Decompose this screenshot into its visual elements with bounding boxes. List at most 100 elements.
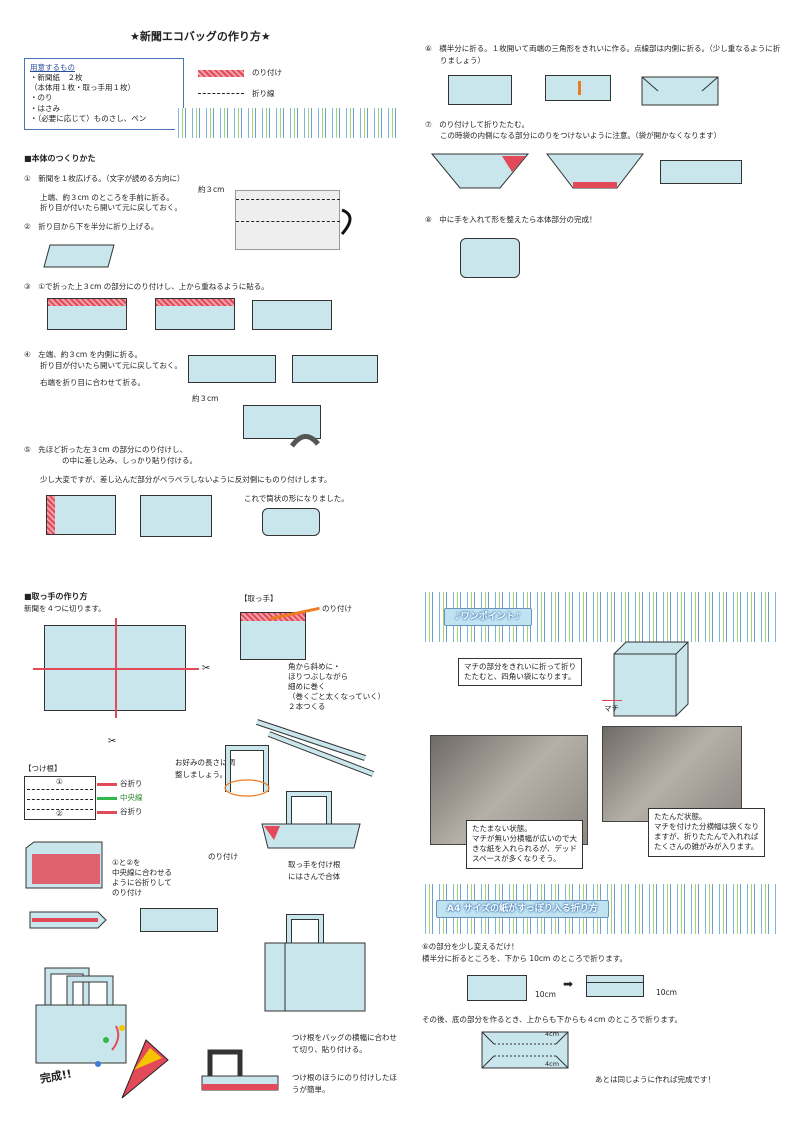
body-heading: ■本体のつくりかた [24,154,96,163]
tube-result [262,508,320,536]
cut-note-1: つけ根をバッグの横幅に合わせ [292,1033,397,1042]
about-3cm-label-b: 約３cm [192,394,219,403]
base-fold-figure [25,841,103,889]
roll-note-3: 細めに巻く [288,682,326,691]
step6-figure-3 [641,76,719,106]
a4-10cm-b: 10cm [656,988,677,997]
photo2-note-line: ますが、折りたたんで入れれば [654,832,759,842]
circle-2: ② [56,809,63,818]
step7-text-b: この時袋の内側になる部分にのりをつけないように注意。（袋が開かなくなります） [440,131,722,140]
about-3cm-label: 約３cm [198,185,225,194]
a4-end: あとは同じように作れば完成です！ [595,1075,715,1084]
step3-text: ③ ①で折った上３cm の部分にのり付けし、上から重ねるように貼る。 [24,282,269,291]
combine-note-2: にはさんで合体 [288,872,341,881]
photo-folded-bag [602,726,742,822]
step6-text-b: りましょう） [440,56,485,65]
easy-note-2: うが簡単。 [292,1085,330,1094]
arrow-icon [97,783,117,786]
step2-parallelogram [43,244,115,268]
a4-line2: 横半分に折るところを、下から 10cm のところで折ります。 [422,954,627,963]
step1-text: ① 新聞を１枚広げる。（文字が読める方向に） [24,174,185,183]
arrow-icon [97,797,117,800]
step5-text: ⑤ 先ほど折った左３cm の部分にのり付けし、 [24,445,188,454]
step5-done-text: これで筒状の形になりました。 [244,494,349,503]
photo1-note: たたまない状態。 マチが無い分横幅が広いので大 きな紙を入れられるが、デッド ス… [466,820,583,869]
length-note-1: お好みの長さに調 [175,758,235,767]
glue-legend-label: のり付け [252,68,282,77]
base-with-glue [261,823,361,849]
a4-line3: その後、底の部分を作るとき、上からも下からも４cm のところで折ります。 [422,1015,683,1024]
photo2-note-line: マチを付けた分横幅は狭くなり [654,822,759,832]
scissors-icon: ✂ [108,736,117,747]
glue-label-2: のり付け [208,852,238,861]
a4-10cm-a: 10cm [535,990,556,999]
a4-fold-figure-2 [586,975,644,997]
step5-sub2: 少し大変ですが、差し込んだ部分がペラペラしないように反対側にものり付けします。 [40,475,332,484]
tani-label-2: 谷折り [120,807,143,816]
tani-label-1: 谷折り [120,779,143,788]
fold-arrow-icon [340,208,352,235]
one-point-desc-line: たたむと、四角い袋になります。 [464,672,576,682]
handle-sub: 新聞を４つに切ります。 [24,604,106,613]
photo1-note-line: スペースが多くなりそう。 [472,854,561,864]
photo2-note: たたんだ状態。 マチを付けた分横幅は狭くなり ますが、折りたたんで入れれば たく… [648,808,765,857]
square-bag-figure [613,641,689,717]
step5-figure-1 [46,495,116,535]
fold-note-4: のり付け [112,888,142,897]
arrow-right-icon: ➡ [563,977,574,991]
a4-4cm-b: 4cm [545,1060,560,1068]
fold-legend-line [198,93,244,94]
roll-note-5: ２本つくる [288,702,326,711]
step4-text: ④ 左端、約３cm を内側に折る。 [24,350,143,359]
finished-bag [35,967,127,1064]
step8-text: ⑧ 中に手を入れて形を整えたら本体部分の完成！ [425,215,597,224]
easy-note-1: つけ根のほうにのり付けしたほ [292,1073,397,1082]
step6-figure-1 [448,75,512,105]
step7-figure-1 [430,153,530,189]
roll-note-1: 角から斜めに・ [288,662,341,671]
a4-4cm-a: 4cm [545,1030,560,1038]
one-point-banner: ♪ワンポイント♪ [444,608,532,627]
handle-heading: ■取っ手の作り方 [24,592,88,601]
rolled-strips [256,719,375,777]
step6-text: ⑥ 横半分に折る。１枚開いて両端の三角形をきれいに作る。点線部は内側に折る。（少… [425,44,781,53]
base-folded [29,911,107,929]
step5-sub1: の中に差し込み、しっかり貼り付ける。 [62,456,197,465]
page-title: ★新聞エコバッグの作り方★ [130,30,271,43]
handle-label: 【取っ手】 [240,594,278,603]
step6-figure-2 [545,75,611,101]
supplies-item: ・のり [30,93,53,103]
step4-sub1: 折り目が付いたら開いて元に戻しておく。 [40,361,182,370]
photo1-note-line: マチが無い分横幅が広いので大 [472,834,577,844]
one-point-desc-line: マチの部分をきれいに折って折り [464,662,577,671]
scissors-icon: ✂ [202,663,211,674]
assembled-bag [264,914,366,1012]
length-note-2: 整しましょう。 [175,770,228,779]
fold-note-3: ように谷折りして [112,878,172,887]
done-label: 完成!! [38,1067,73,1086]
step4-tube-1 [188,355,276,383]
base-label: 【つけ根】 [24,764,62,773]
photo2-note-line: たくさんの雑がみが入ります。 [654,842,759,852]
a4-fold-figure-1 [467,975,527,1001]
handle-strip-sheet [240,612,306,660]
photo2-note-line: たたんだ状態。 [654,812,707,821]
step2-text: ② 折り目から下を半分に折り上げる。 [24,222,159,231]
glue-legend-swatch [198,70,244,77]
four-cut-newspaper [33,618,199,718]
roll-note-2: ほりつぶしながら [288,672,349,681]
handle-attached [286,791,332,838]
glue-label: のり付け [322,604,352,613]
circle-1: ① [56,777,63,786]
step3-tube-2 [155,298,235,330]
photo1-note-line: きな紙を入れられるが、デッド [472,844,577,854]
step4-tube-3 [243,405,321,439]
bag-body-result [460,238,520,278]
step3-tube-1 [47,298,127,330]
center-label: 中央線 [120,793,143,802]
supplies-box: 用意するもの ・新聞紙 ２枚 （本体用１枚・取っ手用１枚） ・のり ・はさみ ・… [24,58,184,130]
roll-note-4: （巻くごと太くなっていく） [288,692,386,701]
step1-sub1: 上端、約３cm のところを手前に折る。 [40,193,174,202]
supplies-item: ・はさみ [30,103,60,113]
newspaper-sheet [235,190,340,250]
